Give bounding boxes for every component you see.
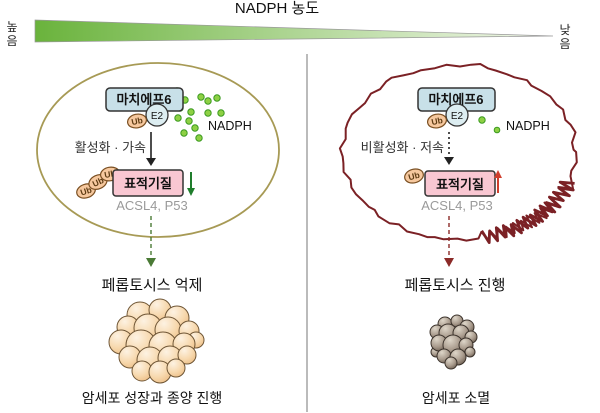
e2-circle-left: [145, 103, 169, 127]
e2-circle-right: [445, 103, 469, 127]
ub-oval: [127, 113, 147, 129]
substrate-label-left: 표적기질: [124, 176, 172, 191]
ferroptosis-arrowhead-right: [444, 258, 454, 267]
ub-label: Ub: [430, 115, 443, 127]
tumor-cluster-small: [429, 314, 478, 370]
nadph-dot: [174, 114, 182, 122]
dying-cell: [444, 356, 458, 370]
nadph-dot: [180, 129, 188, 137]
result-label-right: 암세포 소멸: [422, 390, 490, 406]
ub-label: Ub: [79, 184, 93, 197]
nadph-dot: [191, 124, 199, 132]
nadph-dot: [217, 109, 225, 117]
substrate-up-arrowhead: [494, 170, 502, 178]
nadph-dot: [195, 134, 203, 142]
state-label-right: 비활성화 · 저속: [361, 140, 444, 155]
substrate-label-right: 표적기질: [436, 177, 484, 192]
inactivation-arrowhead-right: [444, 157, 454, 165]
substrate-box-right: [424, 170, 496, 197]
enzyme-label-right: 마치에프6: [428, 92, 483, 107]
tumor-cell: [177, 345, 197, 365]
outcome-label-right: 페롭토시스 진행: [405, 277, 506, 294]
gradient-low-label: 낮음: [559, 23, 571, 51]
dying-cell: [464, 346, 476, 358]
ub-single-right: Ub: [404, 168, 424, 184]
outcome-label-left: 페롭토시스 억제: [102, 277, 203, 294]
ub-oval: [427, 113, 447, 129]
left-panel: NADPH 마치에프6 E2 Ub 활성화 · 가속 Ub Ub: [36, 62, 280, 406]
nadph-label-right: NADPH: [506, 119, 550, 133]
e2-label-left: E2: [151, 111, 164, 122]
nadph-dots-right: [478, 116, 501, 134]
e2-label-right: E2: [451, 111, 464, 122]
nadph-dot: [197, 93, 205, 101]
nadph-dot: [478, 116, 486, 124]
tumor-cell: [166, 358, 186, 378]
cancer-cell-membrane: [338, 63, 578, 242]
ub-label: Ub: [407, 170, 421, 183]
ub-on-e2-right: Ub: [427, 113, 447, 129]
nadph-label-left: NADPH: [208, 119, 252, 133]
right-panel: NADPH 마치에프6 E2 Ub 비활성화 · 저속 Ub 표적기질 ACSL…: [338, 63, 578, 406]
ub-on-e2-left: Ub: [127, 113, 147, 129]
state-label-left: 활성화 · 가속: [75, 140, 146, 155]
nadph-gradient-wedge: [34, 19, 554, 43]
ferroptosis-arrowhead-left: [146, 258, 156, 267]
substrate-box-left: [112, 169, 184, 197]
enzyme-label-left: 마치에프6: [116, 92, 171, 107]
nadph-dot: [204, 109, 212, 117]
page-title: NADPH 농도: [235, 0, 319, 17]
tumor-cluster-large: [108, 298, 205, 384]
activation-arrowhead-left: [146, 158, 156, 166]
result-label-left: 암세포 성장과 종양 진행: [82, 390, 222, 406]
nadph-dot: [187, 108, 195, 116]
substrate-down-arrowhead: [187, 188, 195, 196]
ub-label: Ub: [104, 168, 117, 180]
ub-oval: [404, 168, 424, 184]
cancer-cell-scribble: [480, 180, 575, 244]
nadph-dot: [185, 117, 193, 125]
enzyme-box-left: [105, 87, 184, 112]
gradient-high-label: 높음: [6, 20, 18, 48]
nadph-dot: [213, 94, 221, 102]
healthy-cell-membrane: [36, 62, 280, 238]
nadph-dot: [204, 97, 212, 105]
targets-label-left: ACSL4, P53: [116, 198, 188, 213]
targets-label-right: ACSL4, P53: [421, 198, 493, 213]
nadph-dot: [493, 126, 501, 134]
ub-label: Ub: [130, 115, 143, 127]
